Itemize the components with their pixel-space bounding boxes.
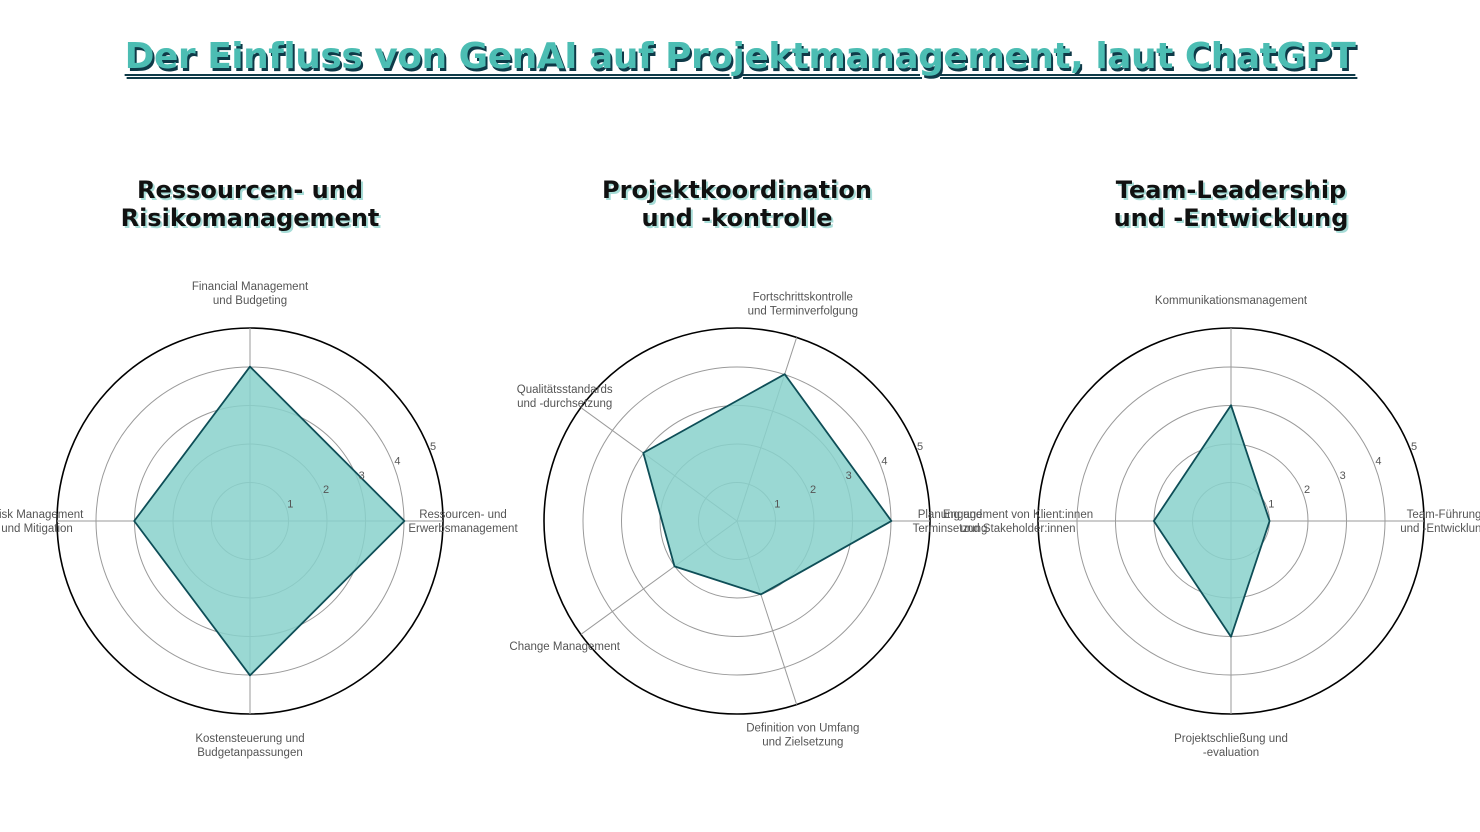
axis-label-line: Budgetanpassungen <box>197 747 303 759</box>
axis-label: Team-Führung und -Entwicklung <box>1400 509 1480 535</box>
radial-tick-label: 5 <box>1411 441 1417 453</box>
axis-label-line: Team-Führung <box>1407 509 1480 521</box>
axis-label-line: Erwerbsmanagement <box>408 523 518 535</box>
radial-tick-label: 4 <box>1375 455 1381 467</box>
chart-title-2-line-2: und -kontrolle <box>641 204 833 232</box>
radial-tick-label: 1 <box>1268 499 1274 511</box>
axis-label: Projektschließung und -evaluation <box>1174 733 1288 759</box>
radial-tick-label: 3 <box>846 470 852 482</box>
radial-tick-label: 1 <box>774 499 780 511</box>
axis-label: Financial Management und Budgeting <box>192 281 309 307</box>
axis-label-line: Terminsetzung <box>913 523 988 535</box>
axis-label-line: Change Management <box>509 641 620 653</box>
chart-title-3-line-1: Team-Leadership <box>1115 176 1347 204</box>
axis-label: Kommunikationsmanagement <box>1155 295 1308 307</box>
radial-tick-label: 1 <box>287 499 293 511</box>
axis-label-line: und Mitigation <box>1 523 73 535</box>
axis-label: Risk Management und Mitigation <box>0 509 84 535</box>
chart-title-1-line-2: Risikomanagement <box>120 204 380 232</box>
axis-label-line: und Stakeholder:innen <box>960 523 1075 535</box>
axis-label-line: Qualitätsstandards <box>517 384 613 396</box>
main-title: Der Einfluss von GenAI auf Projektmanage… <box>124 36 1356 77</box>
radial-tick-label: 4 <box>394 455 400 467</box>
axis-label-line: und Budgeting <box>213 295 287 307</box>
axis-label: Change Management <box>509 641 620 653</box>
axis-label: Definition von Umfang und Zielsetzung <box>746 723 859 749</box>
axis-label-line: Engagement von Klient:innen <box>943 509 1093 521</box>
axis-label: Qualitätsstandards und -durchsetzung <box>517 384 613 410</box>
axis-label-line: Planung und <box>918 509 983 521</box>
radial-tick-label: 5 <box>917 441 923 453</box>
radial-tick-label: 2 <box>323 484 329 496</box>
axis-label-line: Projektschließung und <box>1174 733 1288 745</box>
axis-label-line: Ressourcen- und <box>419 509 507 521</box>
axis-label-line: Fortschrittskontrolle <box>753 291 853 303</box>
axis-label-line: -evaluation <box>1203 747 1259 759</box>
axis-label-line: und Zielsetzung <box>762 737 843 749</box>
chart-title-1: Ressourcen- und Risikomanagement <box>70 176 430 232</box>
axis-label-line: und -Entwicklung <box>1400 523 1480 535</box>
radial-tick-label: 2 <box>1304 484 1310 496</box>
radial-tick-label: 5 <box>430 441 436 453</box>
chart-title-3: Team-Leadership und -Entwicklung <box>1051 176 1411 232</box>
axis-label-line: Kostensteuerung und <box>195 733 304 745</box>
axis-label-line: und Terminverfolgung <box>748 305 858 317</box>
data-area <box>1152 404 1271 638</box>
chart-title-3-line-2: und -Entwicklung <box>1113 204 1349 232</box>
axis-label-line: Risk Management <box>0 509 84 521</box>
axis-label: Engagement von Klient:innen und Stakehold… <box>943 509 1093 535</box>
axis-label-line: Financial Management <box>192 281 309 293</box>
chart-title-2: Projektkoordination und -kontrolle <box>557 176 917 232</box>
radial-tick-label: 4 <box>881 455 887 467</box>
radial-tick-label: 3 <box>359 470 365 482</box>
chart-title-2-line-1: Projektkoordination <box>602 176 872 204</box>
data-area <box>642 373 893 596</box>
radial-tick-label: 3 <box>1340 470 1346 482</box>
chart-title-1-line-1: Ressourcen- und <box>137 176 363 204</box>
axis-label-line: und -durchsetzung <box>517 398 612 410</box>
data-area <box>133 365 406 677</box>
axis-label-line: Definition von Umfang <box>746 723 859 735</box>
radial-tick-label: 2 <box>810 484 816 496</box>
axis-label: Fortschrittskontrolle und Terminverfolgun… <box>748 291 858 317</box>
axis-label-line: Kommunikationsmanagement <box>1155 295 1308 307</box>
